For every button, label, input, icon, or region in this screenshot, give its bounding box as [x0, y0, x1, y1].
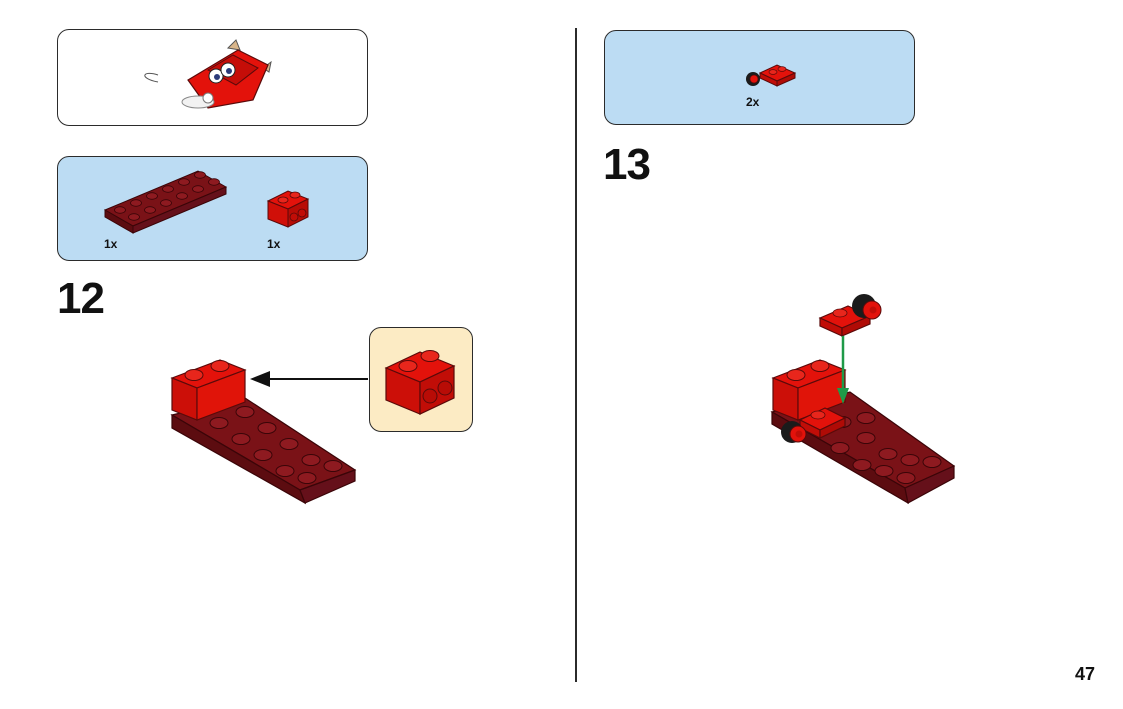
part-quantity: 1x: [267, 237, 281, 251]
step-12-callout-panel: [369, 327, 473, 432]
step-number: 13: [603, 140, 651, 189]
red-plate-with-wheel-part: [746, 64, 797, 87]
step-number: 12: [57, 274, 105, 323]
page-divider: [575, 28, 577, 682]
model-preview-panel: [57, 29, 368, 126]
dark-red-plate-2x6-part: [103, 170, 228, 234]
part-quantity: 2x: [746, 95, 760, 109]
part-quantity: 1x: [104, 237, 118, 251]
red-brick-1x2-side-studs-part: [266, 190, 310, 228]
page-number: 47: [1074, 664, 1095, 684]
red-brick-callout-part: [384, 350, 456, 415]
step-13-parts-panel: 2x: [604, 30, 915, 125]
step-12-parts-panel: 1x 1x: [57, 156, 368, 261]
truck-model-preview: [144, 39, 272, 109]
